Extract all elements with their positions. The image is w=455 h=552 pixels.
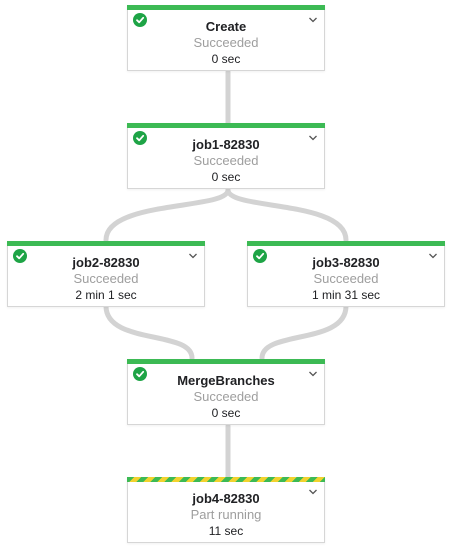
chevron-down-icon[interactable] [307,367,319,379]
step-status: Succeeded [193,389,259,404]
step-duration: 0 sec [211,406,241,420]
edge-job1-job2 [103,187,231,243]
step-progress-bar [7,241,205,246]
chevron-down-icon[interactable] [307,13,319,25]
step-status: Succeeded [313,271,379,286]
chevron-down-icon[interactable] [307,131,319,143]
step-duration: 0 sec [211,170,241,184]
step-status: Succeeded [193,35,259,50]
check-circle-icon [253,249,267,263]
check-circle-icon [133,367,147,381]
step-status: Succeeded [193,153,259,168]
step-node-job2[interactable]: job2-82830 Succeeded 2 min 1 sec [7,241,205,307]
step-progress-bar [127,123,325,128]
step-title: job2-82830 [72,255,140,270]
step-duration: 2 min 1 sec [75,288,137,302]
step-status: Succeeded [73,271,139,286]
step-progress-bar-running [127,477,325,482]
step-title: job3-82830 [312,255,380,270]
step-status: Part running [190,507,262,522]
step-node-job4[interactable]: job4-82830 Part running 11 sec [127,477,325,543]
step-title: job1-82830 [192,137,260,152]
chevron-down-icon[interactable] [307,485,319,497]
step-node-job1[interactable]: job1-82830 Succeeded 0 sec [127,123,325,189]
step-node-create[interactable]: Create Succeeded 0 sec [127,5,325,71]
step-duration: 11 sec [208,524,244,538]
step-progress-bar [127,359,325,364]
step-title: Create [205,19,247,34]
step-node-job3[interactable]: job3-82830 Succeeded 1 min 31 sec [247,241,445,307]
chevron-down-icon[interactable] [427,249,439,261]
step-title: MergeBranches [177,373,275,388]
check-circle-icon [133,131,147,145]
chevron-down-icon[interactable] [187,249,199,261]
step-title: job4-82830 [192,491,260,506]
step-duration: 1 min 31 sec [311,288,381,302]
step-progress-bar [127,5,325,10]
edge-job1-job3 [225,187,349,243]
edge-job3-merge [259,303,349,361]
edge-job2-merge [103,303,195,361]
step-duration: 0 sec [211,52,241,66]
check-circle-icon [133,13,147,27]
check-circle-icon [13,249,27,263]
step-progress-bar [247,241,445,246]
step-node-mergebranches[interactable]: MergeBranches Succeeded 0 sec [127,359,325,425]
